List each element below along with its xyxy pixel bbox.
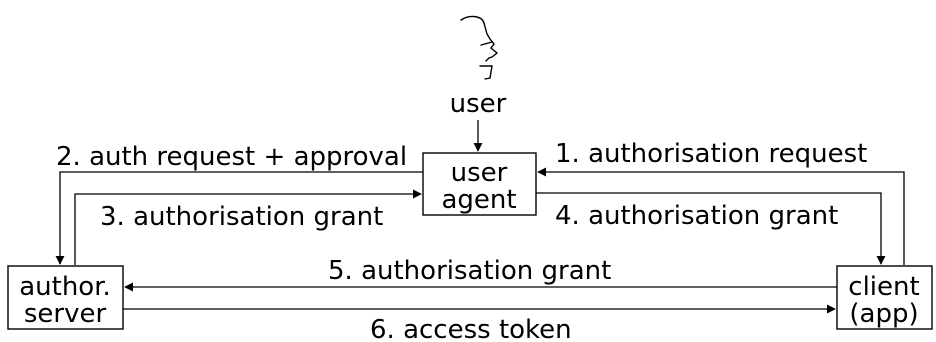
auth-server-label-line2: server bbox=[24, 299, 107, 329]
user-label: user bbox=[450, 89, 507, 119]
user-agent-label-line1: user bbox=[451, 158, 508, 188]
edge-1-label: 1. authorisation request bbox=[555, 139, 867, 169]
user-agent-node: user agent bbox=[422, 152, 537, 216]
edge-1-arrow bbox=[537, 167, 905, 265]
auth-server-node: author. server bbox=[7, 265, 124, 330]
client-label-line1: client bbox=[848, 272, 919, 302]
auth-server-label-line1: author. bbox=[19, 272, 111, 302]
edge-2-arrow bbox=[55, 171, 423, 265]
client-node: client (app) bbox=[836, 265, 933, 330]
edge-5-label: 5. authorisation grant bbox=[328, 256, 611, 286]
edge-3-arrow bbox=[74, 189, 422, 265]
edge-3-label: 3. authorisation grant bbox=[100, 202, 383, 232]
user-agent-label-line2: agent bbox=[441, 185, 516, 215]
edge-4-arrow bbox=[536, 192, 886, 265]
user-face-icon bbox=[460, 15, 499, 80]
edge-4-label: 4. authorisation grant bbox=[555, 201, 838, 231]
edge-6-label: 6. access token bbox=[370, 315, 572, 342]
client-label-line2: (app) bbox=[849, 299, 918, 329]
edge-2-label: 2. auth request + approval bbox=[56, 142, 407, 172]
